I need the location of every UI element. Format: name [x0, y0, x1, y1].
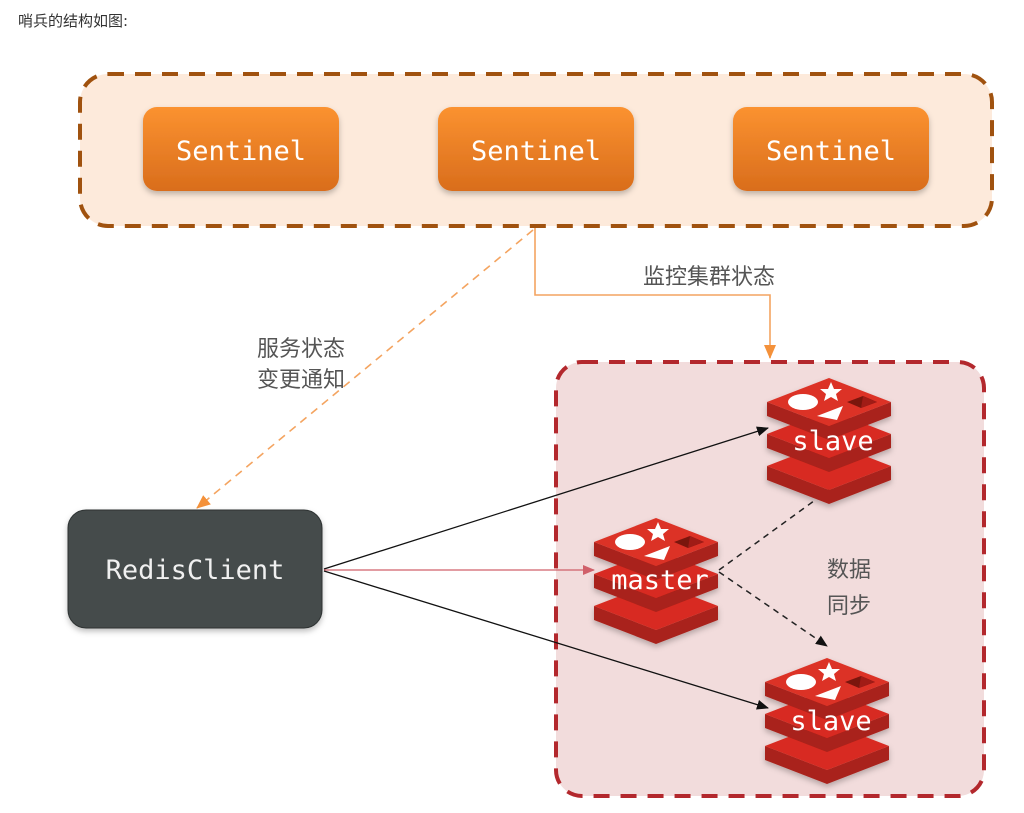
sync-to-slave-top-arrow [718, 489, 830, 571]
monitor-label: 监控集群状态 [643, 265, 775, 290]
client-to-slave-top-arrow [323, 426, 769, 570]
sentinel-node-label: Sentinel [766, 136, 896, 167]
client-to-slave-bottom-arrow [323, 570, 769, 710]
monitor-arrow [534, 228, 776, 359]
redis-slave-top-label: slave [792, 426, 873, 457]
sentinel-node[interactable] [733, 107, 929, 191]
redis-master-label: master [611, 565, 709, 596]
redis-slave-bottom-label: slave [790, 706, 871, 737]
sentinel-node[interactable] [438, 107, 634, 191]
diagram-caption: 哨兵的结构如图: [18, 12, 129, 30]
sync-label-line2: 同步 [827, 594, 871, 619]
sync-label-line1: 数据 [827, 558, 871, 583]
notify-arrow [196, 229, 534, 509]
sentinel-node[interactable] [143, 107, 339, 191]
sentinel-node-label: Sentinel [176, 136, 306, 167]
redis-client-label: RedisClient [106, 555, 285, 586]
notify-label-line2: 变更通知 [257, 368, 345, 393]
redis-client-node[interactable] [67, 509, 323, 629]
sentinel-node-label: Sentinel [471, 136, 601, 167]
notify-label-line1: 服务状态 [257, 337, 345, 362]
